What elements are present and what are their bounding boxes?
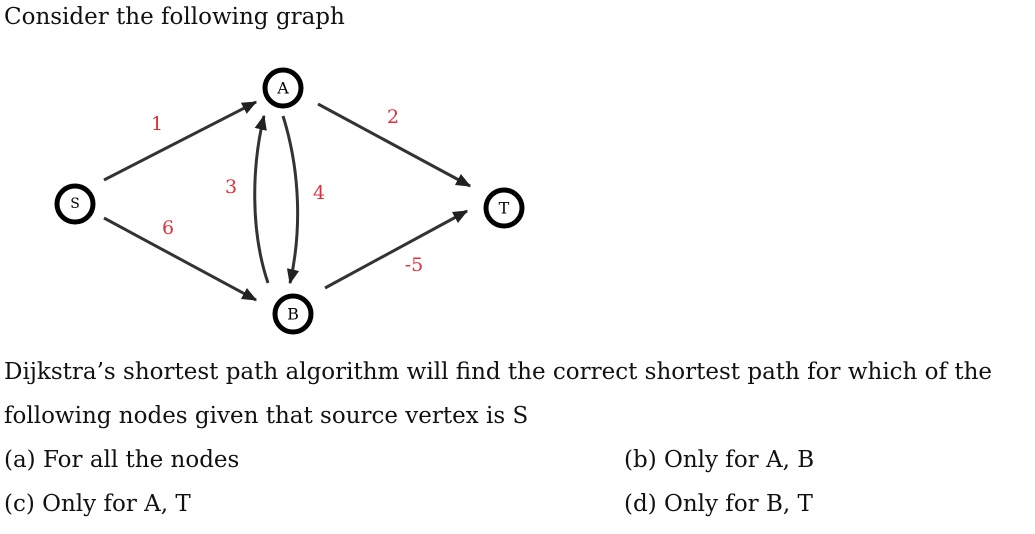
edge-b-t xyxy=(324,209,469,290)
option-a[interactable]: (a) For all the nodes xyxy=(4,447,240,473)
intro-text: Consider the following graph xyxy=(4,4,345,30)
weight-a-b: 4 xyxy=(313,182,325,204)
weight-s-b: 6 xyxy=(162,217,174,239)
node-s-label: S xyxy=(70,196,80,212)
option-d[interactable]: (d) Only for B, T xyxy=(624,491,813,517)
edge-a-t xyxy=(317,102,472,188)
edge-a-b xyxy=(281,115,300,285)
edge-s-b xyxy=(103,216,258,302)
node-t: T xyxy=(483,187,525,229)
graph-diagram: 1 6 3 4 2 -5 A S T B xyxy=(54,67,525,335)
option-b[interactable]: (b) Only for A, B xyxy=(624,447,815,473)
node-b-label: B xyxy=(287,305,299,324)
question-line-1: Dijkstra’s shortest path algorithm will … xyxy=(4,359,993,385)
edge-b-a xyxy=(253,114,270,284)
weight-b-t: -5 xyxy=(405,254,424,276)
node-b: B xyxy=(272,293,314,335)
option-c[interactable]: (c) Only for A, T xyxy=(4,491,191,517)
weight-b-a: 3 xyxy=(225,176,237,198)
question-line-2: following nodes given that source vertex… xyxy=(4,403,529,429)
weight-s-a: 1 xyxy=(151,113,163,135)
node-s: S xyxy=(54,183,96,225)
weight-a-t: 2 xyxy=(387,106,399,128)
node-t-label: T xyxy=(499,199,510,218)
node-a: A xyxy=(262,67,304,109)
edge-s-a xyxy=(103,100,258,182)
node-a-label: A xyxy=(276,79,289,98)
